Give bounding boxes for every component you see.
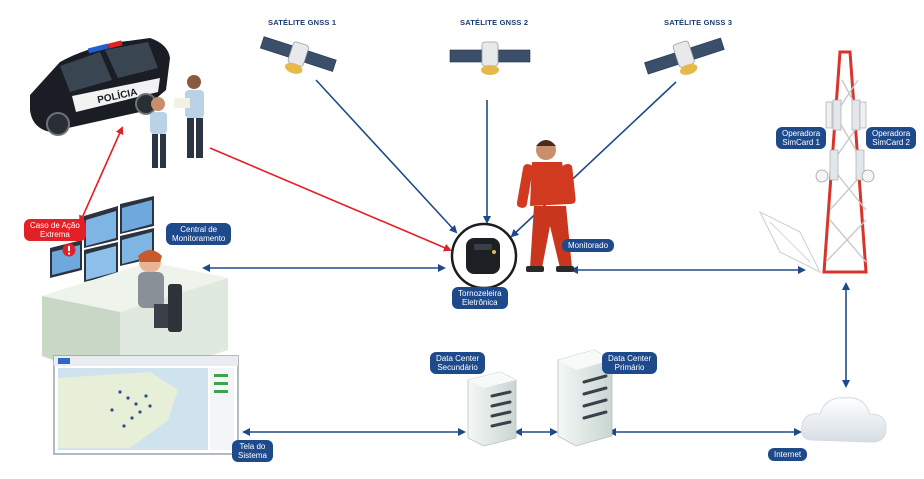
data-center-secondary-label: Data Center Secundário (430, 352, 486, 374)
monitored-person-icon (516, 140, 576, 272)
alert-icon (62, 243, 76, 257)
police-officer-2-icon (174, 75, 204, 158)
satellite-gnss-3-label: SATÉLITE GNSS 3 (664, 18, 733, 27)
internet-cloud-icon (801, 397, 887, 443)
cell-tower-icon (815, 50, 875, 274)
data-center-secondary-icon (467, 371, 517, 447)
data-center-primary-label: Data Center Primário (602, 352, 658, 374)
internet-label: Internet (768, 448, 808, 461)
operator-simcard-2-label: Operadora SimCard 2 (866, 127, 917, 149)
police-car-icon: POLÍCIA (30, 38, 170, 136)
satellite-gnss-2-label: SATÉLITE GNSS 2 (460, 18, 529, 27)
ankle-monitor-icon (450, 222, 518, 290)
system-screen-label: Tela do Sistema (232, 440, 273, 462)
extreme-case-label: Caso de Ação Extrema (24, 219, 86, 241)
operator-simcard-1-label: Operadora SimCard 1 (776, 127, 827, 149)
satellite-gnss-2-icon (449, 41, 531, 75)
connection-arrows (79, 79, 850, 436)
monitoring-center-label: Central de Monitoramento (166, 223, 232, 245)
system-screen-icon (53, 355, 239, 455)
satellite-gnss-1-icon (259, 36, 337, 74)
monitored-label: Monitorado (562, 239, 615, 252)
satellite-gnss-3-icon (644, 37, 725, 75)
distant-tower-icon (758, 210, 822, 274)
arrow-extreme-police (79, 126, 124, 224)
data-center-primary-icon (557, 349, 613, 447)
arrow-police-to-device (209, 147, 452, 252)
police-officer-1-icon (150, 97, 167, 168)
arrow-gnss1-to-device (315, 79, 458, 234)
ankle-monitor-label: Tornozeleira Eletrônica (452, 287, 508, 309)
satellite-gnss-1-label: SATÉLITE GNSS 1 (268, 18, 337, 27)
